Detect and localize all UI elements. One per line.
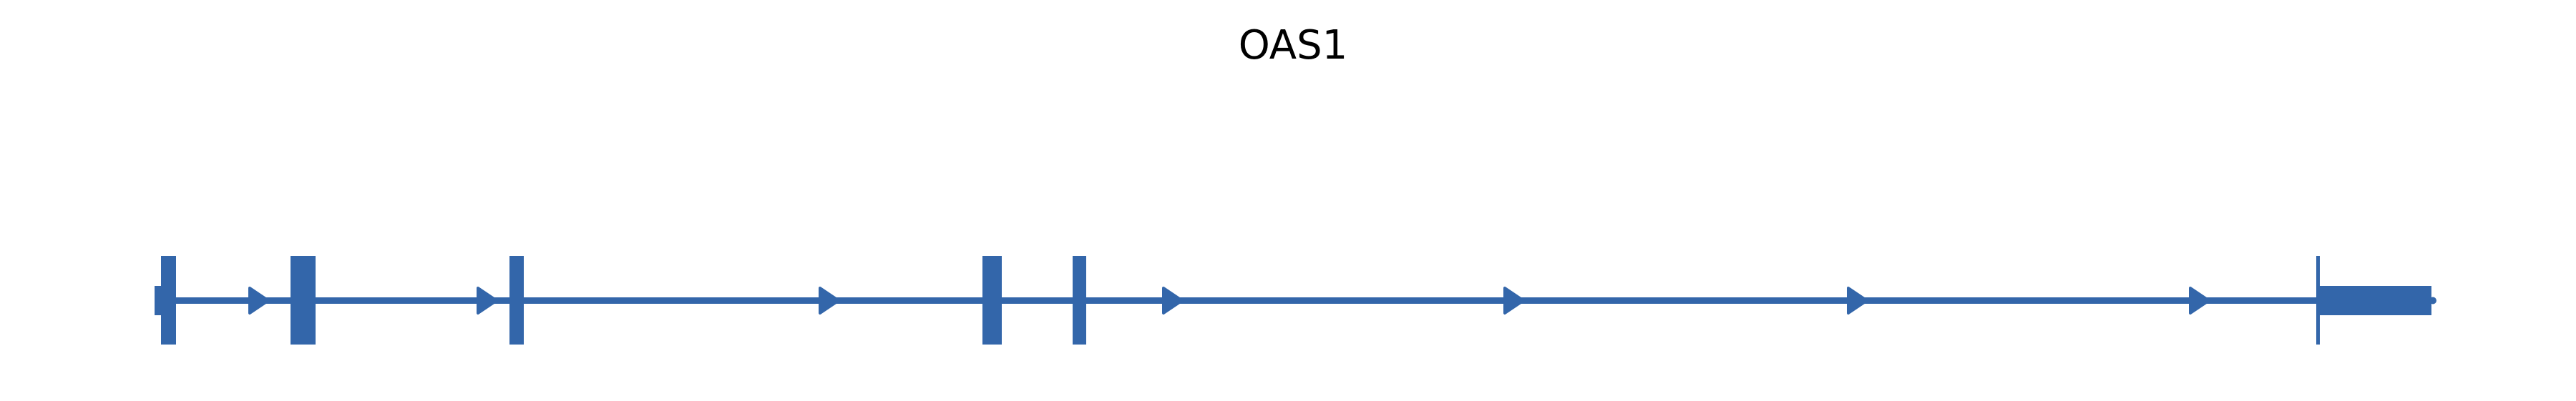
exon-2 — [291, 256, 316, 345]
exon-1 — [161, 256, 176, 345]
strand-arrow-icon — [1847, 287, 1868, 315]
strand-arrow-icon — [2189, 287, 2210, 315]
exon-4 — [982, 256, 1002, 345]
intron-line — [155, 297, 2434, 304]
strand-arrow-icon — [477, 287, 498, 315]
strand-arrow-icon — [1503, 287, 1525, 315]
strand-arrow-icon — [248, 287, 270, 315]
utr-3prime — [2320, 286, 2431, 315]
exon-6 — [2316, 256, 2320, 345]
exon-3 — [509, 256, 524, 345]
exon-5 — [1073, 256, 1086, 345]
transcript-end-marker — [2429, 297, 2436, 305]
gene-title: OAS1 — [1238, 22, 1348, 69]
strand-arrow-icon — [1162, 287, 1184, 315]
strand-arrow-icon — [819, 287, 840, 315]
